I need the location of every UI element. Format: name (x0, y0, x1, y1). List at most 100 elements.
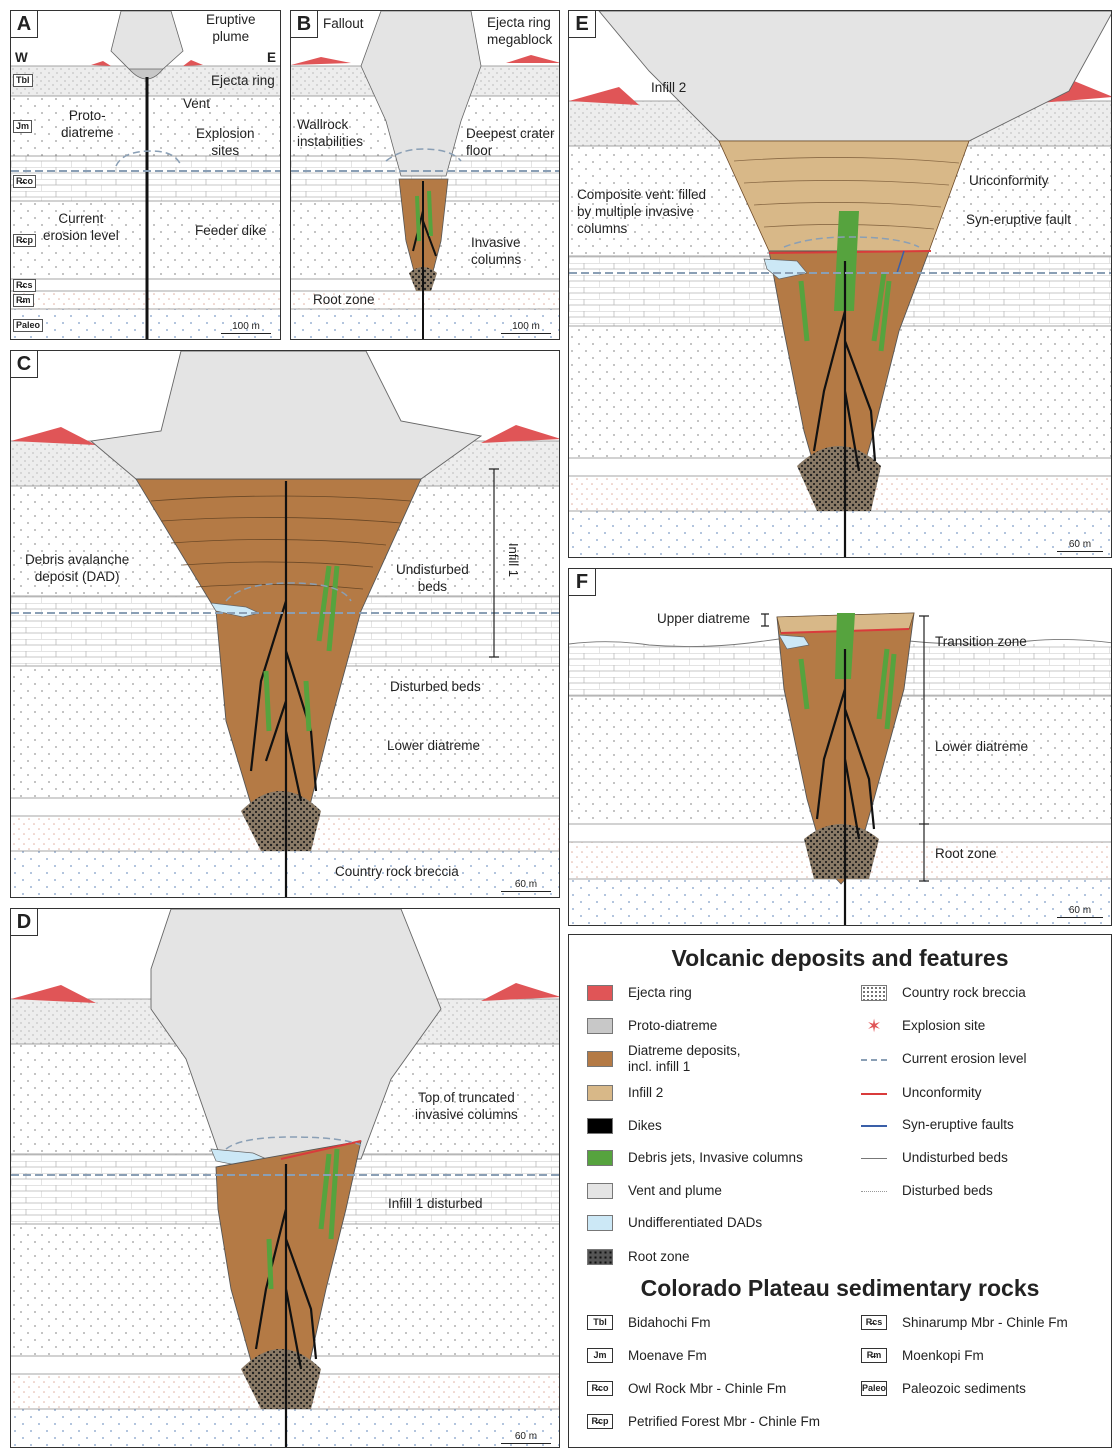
panel-letter: E (569, 11, 596, 38)
wallrock-label: Wallrock instabilities (297, 116, 363, 150)
proto-diatreme-label: Proto- diatreme (61, 107, 114, 141)
current-erosion-label: Current erosion level (43, 210, 119, 244)
breccia-swatch (861, 985, 887, 1001)
legend-item: R̶cpPetrified Forest Mbr - Chinle Fm (587, 1414, 820, 1430)
panel-e: E Infill 2 Composite vent: filled by mul… (568, 10, 1112, 558)
panel-a-diagram (11, 11, 281, 340)
explosion-star-icon: ✶ (861, 1018, 887, 1034)
panel-c-diagram (11, 351, 560, 898)
jets-swatch (587, 1150, 613, 1166)
legend-item: Undifferentiated DADs (587, 1215, 762, 1231)
root-swatch (587, 1249, 613, 1265)
transition-zone-label: Transition zone (935, 633, 1027, 650)
formation-trm: R̶m (13, 294, 34, 307)
dikes-swatch (587, 1118, 613, 1134)
legend-item: Ejecta ring (587, 985, 692, 1001)
truncated-columns-label: Top of truncated invasive columns (415, 1089, 518, 1123)
panel-letter: A (11, 11, 38, 38)
composite-vent-label: Composite vent: filled by multiple invas… (577, 186, 706, 237)
panel-letter: B (291, 11, 318, 38)
formation-trco: R̶co (13, 175, 36, 188)
undisturbed-line-icon (861, 1150, 887, 1159)
legend-item: ✶Explosion site (861, 1018, 985, 1034)
ejecta-megablock-label: Ejecta ring megablock (487, 14, 552, 48)
legend-item: Syn-eruptive faults (861, 1117, 1014, 1133)
scale-bar: 60 m (1057, 539, 1103, 552)
formation-jm: Jm (13, 120, 32, 133)
proto-swatch (587, 1018, 613, 1034)
panel-f: F Upper diatreme Transition zone Lower d… (568, 568, 1112, 926)
legend-item: Diatreme deposits, incl. infill 1 (587, 1043, 741, 1075)
ejecta-swatch (587, 985, 613, 1001)
legend-item: Disturbed beds (861, 1183, 993, 1199)
panel-a: A W E Eruptive plume Ejecta ring Vent Pr… (10, 10, 281, 340)
infill1-label: Infill 1 (506, 543, 521, 577)
east-label: E (267, 49, 276, 66)
panel-letter: C (11, 351, 38, 378)
legend-item: Unconformity (861, 1085, 982, 1101)
sedimentary-legend-title: Colorado Plateau sedimentary rocks (569, 1275, 1111, 1302)
unconformity-line-icon (861, 1085, 887, 1095)
scale-bar: 60 m (501, 879, 551, 892)
panel-b: B Fallout Ejecta ring megablock Wallrock… (290, 10, 560, 340)
legend-item: Dikes (587, 1118, 662, 1134)
deepest-floor-label: Deepest crater floor (466, 125, 555, 159)
formation-tbl: Tbl (13, 74, 33, 87)
panel-c: C Debris avalanche deposit (DAD) Undistu… (10, 350, 560, 898)
dad-label: Debris avalanche deposit (DAD) (25, 551, 129, 585)
legend-item: Proto-diatreme (587, 1018, 717, 1034)
formation-trcp: R̶cp (13, 234, 36, 247)
country-rock-breccia-label: Country rock breccia (335, 863, 459, 880)
syn-eruptive-fault-label: Syn-eruptive fault (966, 211, 1071, 228)
legend-item: Vent and plume (587, 1183, 722, 1199)
panel-letter: D (11, 909, 38, 936)
feeder-dike-label: Feeder dike (195, 222, 266, 239)
infill2-swatch (587, 1085, 613, 1101)
legend: Volcanic deposits and features Ejecta ri… (568, 934, 1112, 1448)
legend-item: Country rock breccia (861, 985, 1026, 1001)
dad-swatch (587, 1215, 613, 1231)
explosion-sites-label: Explosion sites (196, 125, 255, 159)
formation-paleo: Paleo (13, 319, 43, 332)
panel-d: D Top of truncated invasive columns Infi… (10, 908, 560, 1448)
eruptive-plume-label: Eruptive plume (206, 11, 256, 45)
lower-diatreme-label: Lower diatreme (387, 737, 480, 754)
legend-item: Current erosion level (861, 1051, 1027, 1067)
scale-bar: 60 m (501, 1431, 551, 1444)
panel-letter: F (569, 569, 596, 596)
fault-line-icon (861, 1117, 887, 1127)
scale-bar: 100 m (501, 321, 551, 334)
vent-label: Vent (183, 95, 210, 112)
west-label: W (15, 49, 28, 66)
invasive-columns-label: Invasive columns (471, 234, 521, 268)
formation-trcs: R̶cs (13, 279, 36, 292)
legend-item: Root zone (587, 1249, 690, 1265)
scale-bar: 60 m (1057, 905, 1103, 918)
root-zone-label: Root zone (935, 845, 997, 862)
undisturbed-beds-label: Undisturbed beds (396, 561, 469, 595)
plume-swatch (587, 1183, 613, 1199)
lower-diatreme-label: Lower diatreme (935, 738, 1028, 755)
diatreme-swatch (587, 1051, 613, 1067)
panel-d-diagram (11, 909, 560, 1448)
legend-item: Infill 2 (587, 1085, 663, 1101)
legend-item: Undisturbed beds (861, 1150, 1008, 1166)
disturbed-beds-label: Disturbed beds (390, 678, 481, 695)
infill2-label: Infill 2 (651, 79, 686, 96)
disturbed-line-icon (861, 1183, 887, 1192)
panel-f-diagram (569, 569, 1112, 926)
infill1-disturbed-label: Infill 1 disturbed (388, 1195, 483, 1212)
scale-bar: 100 m (221, 321, 271, 334)
legend-item: Debris jets, Invasive columns (587, 1150, 803, 1166)
erosion-line-icon (861, 1051, 887, 1061)
fallout-label: Fallout (323, 15, 364, 32)
upper-diatreme-label: Upper diatreme (657, 610, 750, 627)
root-zone-label: Root zone (313, 291, 375, 308)
volcanic-legend-title: Volcanic deposits and features (569, 945, 1111, 972)
unconformity-label: Unconformity (969, 172, 1049, 189)
